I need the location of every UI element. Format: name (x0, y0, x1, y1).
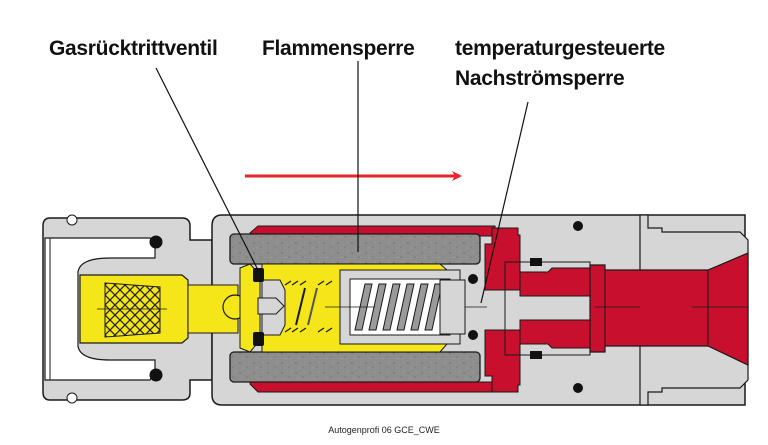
label-nachstroemsperre: Nachströmsperre (455, 67, 625, 90)
label-temperaturgesteuerte: temperaturgesteuerte (455, 37, 665, 60)
leader-line-nachstroemsperre (480, 101, 529, 304)
leader-line-gasruecktrittventil (155, 67, 263, 279)
compression-spring (354, 283, 443, 331)
inlet-filter-assembly (79, 263, 449, 353)
o-ring-icon (149, 235, 163, 249)
label-flammensperre: Flammensperre (262, 37, 415, 60)
thermal-cutoff-outlet (484, 221, 749, 393)
o-ring-icon (253, 268, 264, 282)
o-ring-icon (573, 221, 583, 231)
check-valve (253, 268, 333, 346)
o-ring-icon (468, 274, 478, 284)
label-gasruecktrittventil: Gasrücktrittventil (49, 37, 218, 60)
o-ring-icon (468, 330, 478, 340)
figure-caption: Autogenprofi 06 GCE_CWE (328, 425, 440, 435)
o-ring-icon (149, 368, 163, 382)
o-ring-icon (530, 258, 542, 266)
spring-chamber (325, 269, 487, 345)
o-ring-icon (253, 332, 264, 346)
o-ring-icon (530, 351, 542, 359)
flame-arrestor-sinter (229, 225, 496, 393)
o-ring-icon (573, 383, 583, 393)
